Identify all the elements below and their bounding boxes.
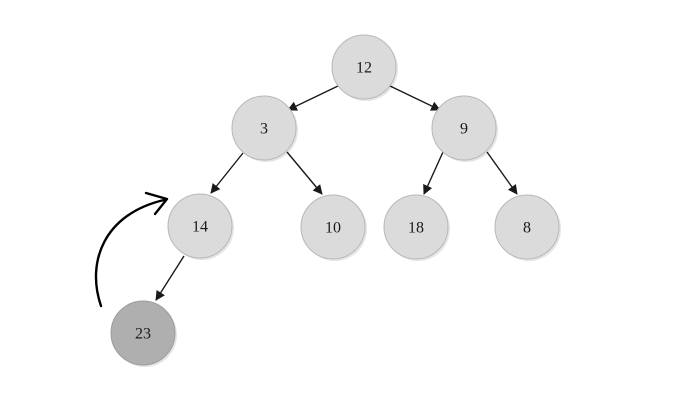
tree-node-3[interactable]: 3	[231, 95, 298, 162]
tree-edge-n14-to-n23	[155, 255, 185, 301]
tree-node-12[interactable]: 12	[331, 34, 398, 101]
node-label: 8	[523, 220, 531, 237]
tree-edge-n9-to-n18	[423, 151, 444, 195]
swap-curved-arrowhead-icon	[144, 191, 169, 216]
node-layer: 12 3 9 14 10 18 8 23	[110, 34, 561, 367]
node-circle	[300, 194, 366, 260]
node-label: 10	[325, 220, 341, 237]
node-circle	[431, 95, 497, 161]
tree-node-18[interactable]: 18	[383, 194, 450, 261]
edge-layer	[155, 85, 518, 301]
tree-node-10[interactable]: 10	[300, 194, 367, 261]
swap-curved-arrow	[94, 198, 166, 308]
node-circle	[167, 193, 233, 259]
node-label: 23	[135, 326, 151, 343]
node-circle-highlighted	[110, 300, 176, 366]
node-label: 3	[260, 121, 268, 138]
node-label: 12	[356, 60, 372, 77]
tree-edge-n3-to-n14	[210, 152, 244, 194]
node-circle	[383, 194, 449, 260]
node-circle	[231, 95, 297, 161]
tree-node-23[interactable]: 23	[110, 300, 177, 367]
node-label: 18	[408, 220, 424, 237]
node-label: 14	[192, 219, 208, 236]
tree-edge-n12-to-n3	[287, 85, 339, 111]
node-circle	[494, 194, 560, 260]
tree-edge-n12-to-n9	[389, 85, 441, 111]
tree-node-14[interactable]: 14	[167, 193, 234, 260]
node-label: 9	[460, 121, 468, 138]
tree-edge-n3-to-n10	[286, 151, 323, 195]
tree-edge-n9-to-n8	[486, 151, 518, 195]
node-circle	[331, 34, 397, 100]
tree-node-9[interactable]: 9	[431, 95, 498, 162]
curved-arrow-layer	[94, 191, 169, 308]
tree-node-8[interactable]: 8	[494, 194, 561, 261]
